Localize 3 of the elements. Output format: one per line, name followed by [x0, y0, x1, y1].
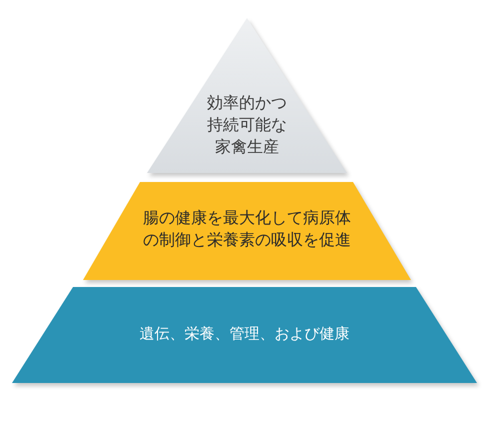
- tier-label: 効率的かつ持続可能な家禽生産: [206, 92, 288, 158]
- tier-label: 遺伝、栄養、管理、および健康: [138, 324, 350, 344]
- tier-label: 腸の健康を最大化して病原体の制御と栄養素の吸収を促進: [142, 206, 352, 251]
